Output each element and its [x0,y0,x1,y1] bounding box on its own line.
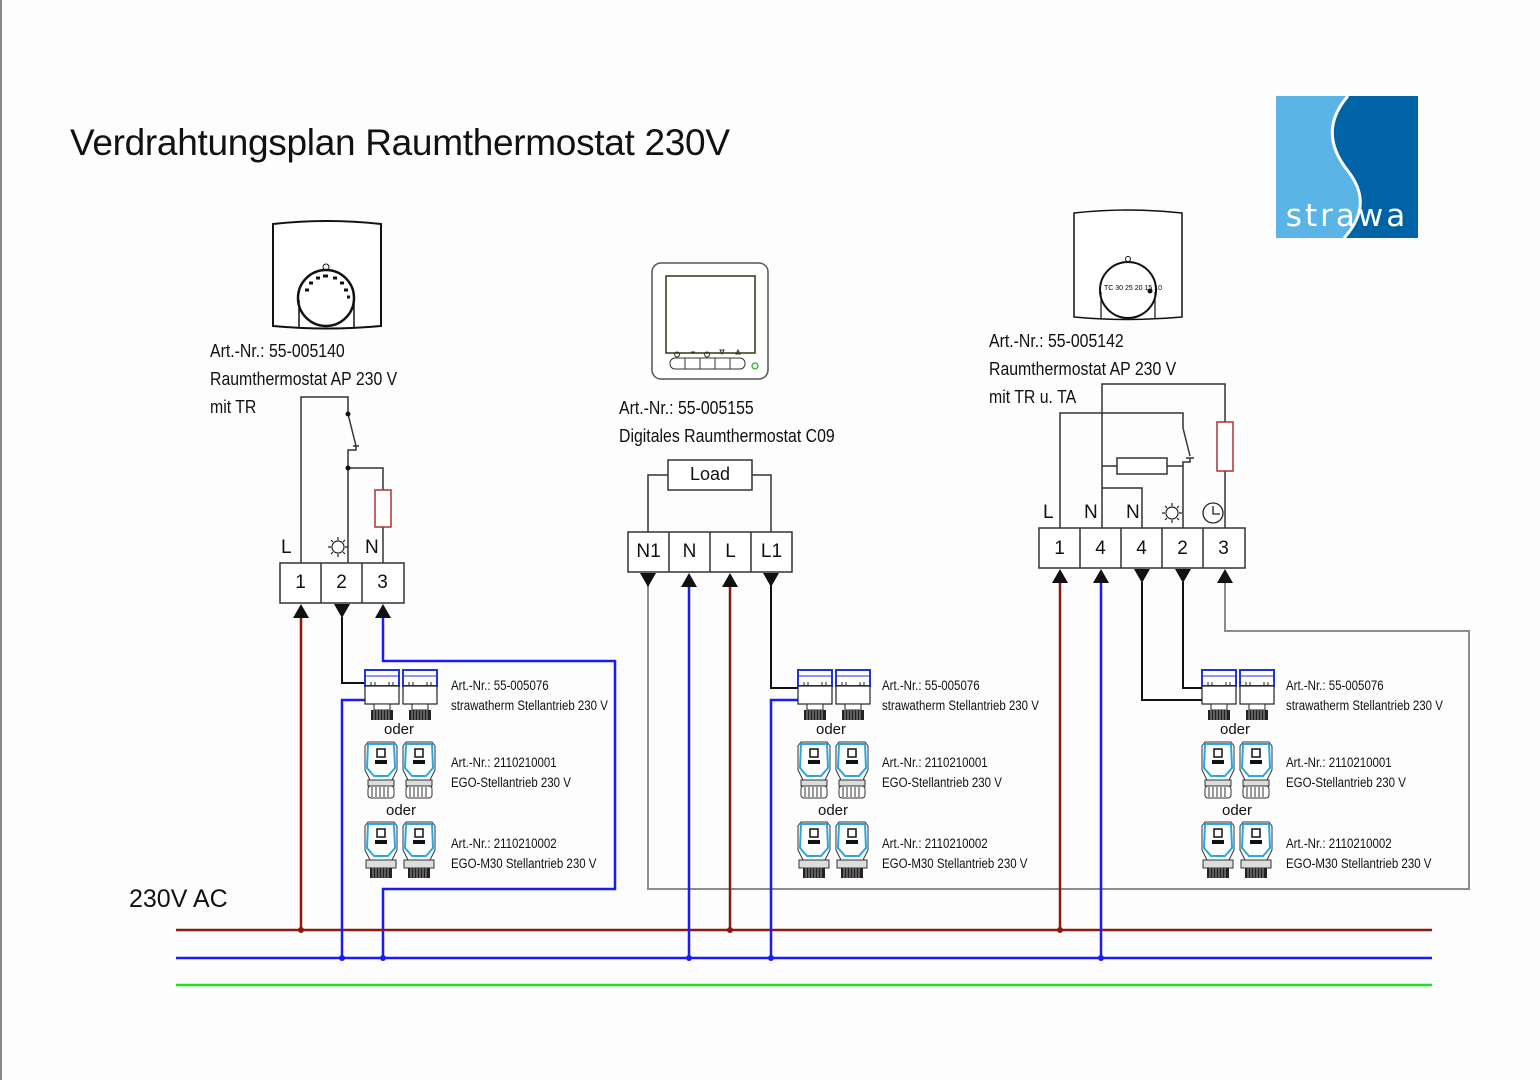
actuator-1-name: strawatherm Stellantrieb 230 V [1286,698,1443,713]
logo-wave-icon [1276,96,1418,238]
actuator-2-name: EGO-Stellantrieb 230 V [451,775,571,790]
actuator-2-art-nr: Art.-Nr.: 2110210001 [1286,755,1392,770]
heater-resistor-3 [1216,421,1234,472]
load-label: Load [689,464,731,484]
oder-label: oder [1220,721,1251,738]
thermostat-2-name: Digitales Raumthermostat C09 [619,426,835,446]
oder-label: oder [1222,802,1253,819]
terminal-label-L: L [1043,502,1054,523]
terminal-3: 3 [1218,538,1229,559]
terminal-L: L [725,541,736,562]
actuator-group-3 [1201,669,1275,879]
terminal-label-L: L [281,537,292,558]
terminal-4b: 4 [1136,538,1147,559]
oder-label: oder [386,802,417,819]
terminal-block-2 [627,531,793,573]
load-box [667,459,753,491]
thermostat-2-housing [651,262,769,380]
oder-label: oder [818,802,849,819]
thermostat-3-name: Raumthermostat AP 230 V [989,359,1177,379]
page-title: Verdrahtungsplan Raumthermostat 230V [70,122,730,163]
actuator-3-art-nr: Art.-Nr.: 2110210002 [882,836,988,851]
thermostat-3-art-nr: Art.-Nr.: 55-005142 [989,331,1124,351]
thermostat-1-art-nr: Art.-Nr.: 55-005140 [210,341,345,361]
terminal-2: 2 [1177,538,1188,559]
thermostat-3-circuit [1059,383,1226,528]
actuator-3-art-nr: Art.-Nr.: 2110210002 [451,836,557,851]
logo-text: strawa [1285,198,1409,234]
svg-text:TC 30 25 20 15 10: TC 30 25 20 15 10 [1104,285,1162,292]
actuator-3-name: EGO-M30 Stellantrieb 230 V [882,856,1028,871]
actuator-2-name: EGO-Stellantrieb 230 V [1286,775,1406,790]
heater-resistor-1 [374,489,392,528]
thermostat-1-housing [272,220,382,330]
terminal-L1: L1 [760,541,783,562]
terminal-1: 1 [295,572,306,593]
resistor-3 [1116,457,1168,475]
terminal-N1: N1 [636,541,661,562]
actuator-3-name: EGO-M30 Stellantrieb 230 V [451,856,597,871]
oder-label: oder [816,721,847,738]
actuator-3-name: EGO-M30 Stellantrieb 230 V [1286,856,1432,871]
actuator-2-art-nr: Art.-Nr.: 2110210001 [451,755,557,770]
terminal-1: 1 [1054,538,1065,559]
sun-icon [1161,502,1183,524]
terminal-2: 2 [336,572,347,593]
thermostat-3-housing: TC 30 25 20 15 10 [1073,209,1183,321]
terminal-label-N: N [1084,502,1098,523]
page-border [0,0,2,1080]
supply-label: 230V AC [129,885,228,913]
thermostat-1-variant: mit TR [210,397,257,417]
actuator-group-1 [364,669,438,879]
thermostat-2-art-nr: Art.-Nr.: 55-005155 [619,398,754,418]
terminal-label-N: N [1126,502,1140,523]
actuator-3-art-nr: Art.-Nr.: 2110210002 [1286,836,1392,851]
actuator-1-name: strawatherm Stellantrieb 230 V [451,698,608,713]
actuator-2-name: EGO-Stellantrieb 230 V [882,775,1002,790]
actuator-1-art-nr: Art.-Nr.: 55-005076 [882,678,980,693]
actuator-2-art-nr: Art.-Nr.: 2110210001 [882,755,988,770]
terminal-N: N [682,541,697,562]
terminal-3: 3 [377,572,388,593]
thermostat-2-circuit [647,474,772,532]
terminal-label-N: N [365,537,379,558]
actuator-group-2 [797,669,871,879]
n-wire-frame-1 [381,617,617,958]
strawa-logo: strawa [1276,96,1418,238]
sun-icon [327,536,349,558]
terminal-block-3 [1038,527,1246,569]
actuator-1-art-nr: Art.-Nr.: 55-005076 [1286,678,1384,693]
actuator-1-name: strawatherm Stellantrieb 230 V [882,698,1039,713]
thermostat-3-variant: mit TR u. TA [989,387,1077,407]
terminal-4: 4 [1095,538,1106,559]
thermostat-1-name: Raumthermostat AP 230 V [210,369,398,389]
grey-wire-frame [647,582,1470,890]
thermostat-1-circuit [300,396,384,563]
clock-icon [1202,502,1224,524]
oder-label: oder [384,721,415,738]
terminal-block-1 [279,562,405,604]
actuator-1-art-nr: Art.-Nr.: 55-005076 [451,678,549,693]
